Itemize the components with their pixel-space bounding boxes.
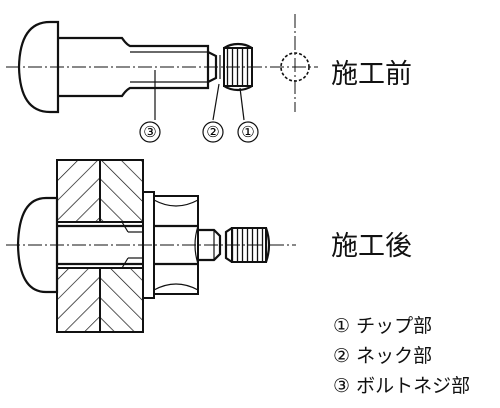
callout-1-text: ① — [241, 123, 254, 141]
legend-item-2: ② ネック部 — [333, 341, 432, 368]
callout-1: ① — [237, 121, 259, 143]
callout-3: ③ — [139, 121, 161, 143]
legend-text: チップ部 — [356, 315, 433, 337]
bolt-shank-before — [58, 36, 210, 98]
bolt-head-before — [17, 20, 60, 114]
label-before: 施工前 — [331, 59, 412, 90]
callout-2-text: ② — [206, 123, 219, 141]
legend-text: ボルトネジ部 — [356, 375, 471, 397]
legend-num: ② — [333, 345, 351, 367]
legend-item-3: ③ ボルトネジ部 — [333, 371, 470, 398]
bolt-before: ③ ② ① — [6, 14, 318, 143]
callout-3-text: ③ — [143, 123, 156, 141]
legend-num: ① — [333, 315, 351, 337]
thread-protrusion — [198, 228, 222, 262]
leader-2 — [212, 83, 220, 121]
leader-1 — [239, 87, 245, 121]
tip-end-view — [280, 14, 310, 112]
tip-knurl-before — [223, 47, 253, 87]
neck-before — [207, 51, 218, 83]
label-after: 施工後 — [331, 231, 412, 262]
legend-text: ネック部 — [356, 345, 433, 367]
legend-num: ③ — [333, 375, 351, 397]
bolt-after — [6, 159, 296, 333]
legend-item-1: ① チップ部 — [333, 311, 432, 338]
callout-2: ② — [202, 121, 224, 143]
